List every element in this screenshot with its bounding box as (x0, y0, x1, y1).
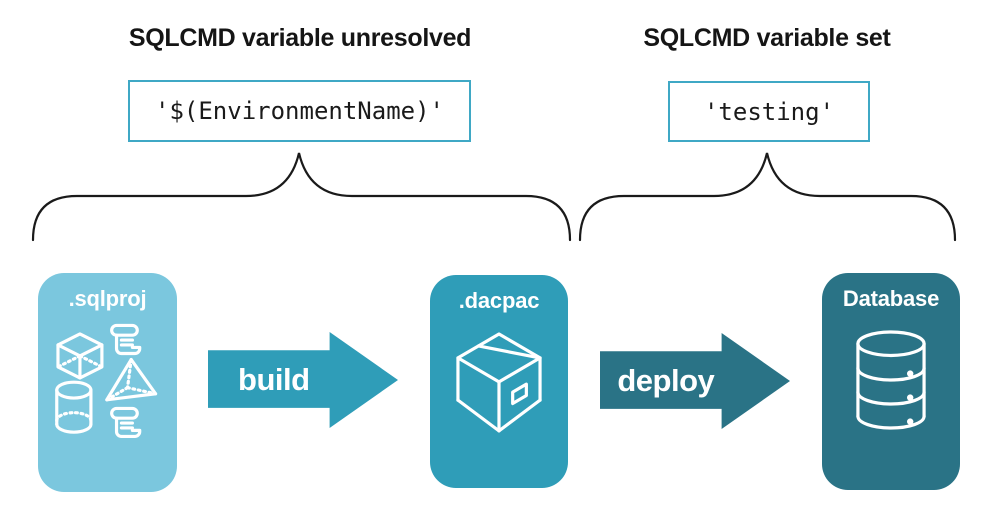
stage-card-sqlproj: .sqlproj (38, 273, 177, 492)
brace-left (31, 152, 572, 242)
code-box-set: 'testing' (668, 81, 870, 142)
stage-card-database: Database (822, 273, 960, 490)
stage-label-dacpac: .dacpac (458, 288, 540, 313)
code-box-unresolved: '$(EnvironmentName)' (128, 80, 471, 142)
build-arrow-label: build (238, 362, 310, 397)
heading-unresolved: SQLCMD variable unresolved (128, 24, 472, 52)
deploy-arrow: deploy (600, 333, 790, 429)
stage-card-dacpac: .dacpac (430, 275, 568, 488)
stage-label-database: Database (842, 286, 940, 311)
code-value-unresolved: '$(EnvironmentName)' (155, 97, 444, 125)
database-cylinder-icon (856, 330, 926, 430)
stage-label-sqlproj: .sqlproj (68, 286, 147, 311)
sql-objects-icon (54, 323, 157, 439)
brace-right (578, 152, 957, 242)
code-value-set: 'testing' (703, 97, 835, 126)
build-arrow: build (208, 332, 398, 428)
deploy-arrow-label: deploy (617, 363, 715, 398)
package-box-icon (456, 332, 542, 433)
heading-set: SQLCMD variable set (643, 24, 891, 52)
